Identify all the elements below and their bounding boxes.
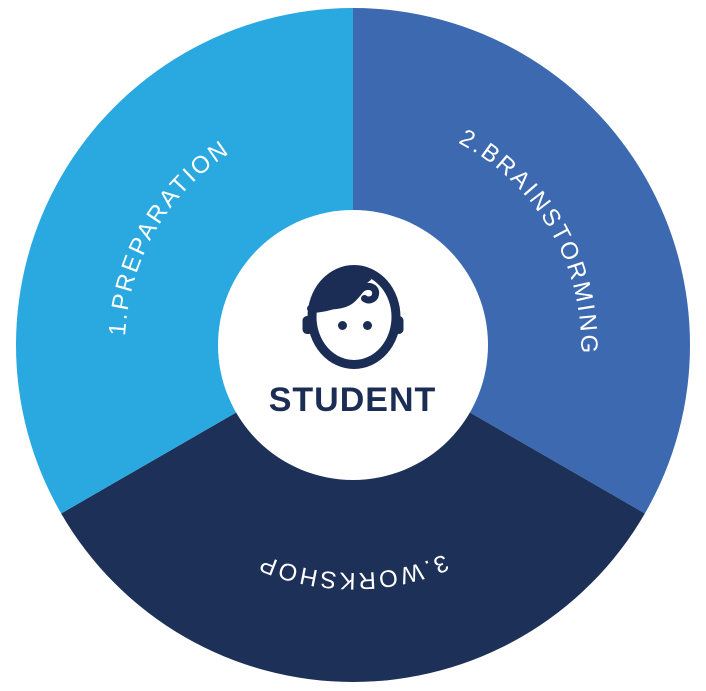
segment-workshop [61,345,645,682]
hair-swoosh-icon [307,282,380,312]
eye-right-icon [363,321,372,330]
center-circle [218,210,488,480]
eye-left-icon [338,321,347,330]
hair-fill-icon [311,268,372,313]
center-label: STUDENT [269,381,437,419]
student-face-icon [302,265,404,369]
